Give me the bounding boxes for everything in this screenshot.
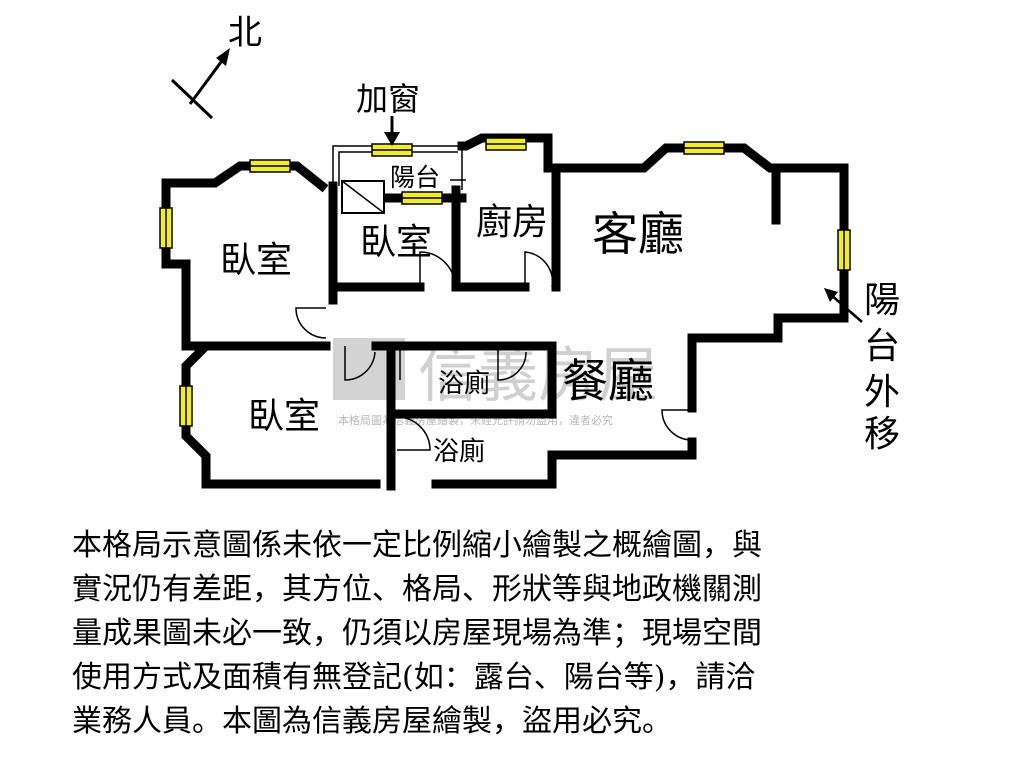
disclaimer-line: 本格局示意圖係未依一定比例縮小繪製之概繪圖，與 [72, 528, 762, 563]
door-bedroom-sw [344, 346, 376, 381]
balcony-out-arrow-line [829, 293, 863, 323]
add-window-label: 加窗 [356, 80, 420, 118]
door-small-bedroom [419, 251, 456, 288]
window-kitchen [485, 137, 527, 151]
disclaimer-line: 實況仍有差距，其方位、格局、形狀等與地政機關測 [72, 572, 762, 607]
room-labels: 臥室 臥室 陽台 廚房 客廳 浴廁 餐廳 臥室 浴廁 [220, 163, 684, 467]
room-label-bath-upper: 浴廁 [438, 369, 490, 399]
room-label-bath-lower: 浴廁 [433, 437, 485, 467]
doors [295, 179, 693, 451]
room-label-bedroom-small: 臥室 [360, 222, 432, 263]
balcony-out-char-3: 外 [864, 372, 900, 413]
door-bedroom-nw [295, 307, 327, 339]
door-bath-lower [396, 416, 431, 451]
watermark-brand: 信義房屋 [418, 341, 658, 411]
room-label-bedroom-sw: 臥室 [248, 396, 320, 437]
room-label-kitchen: 廚房 [476, 202, 548, 243]
balcony-out-char-1: 陽 [864, 280, 900, 321]
floor-plan: 信義房屋 本格局圖為信義房屋繪製，未經允許請勿盜用，違者必究 北 [159, 13, 900, 491]
balcony-out-arrow-icon [824, 288, 838, 302]
window-bedroom-south [179, 385, 193, 427]
disclaimer-line: 使用方式及面積有無登記(如：露台、陽台等)，請洽 [72, 660, 756, 695]
appliance-box [341, 180, 385, 214]
balcony-outline [332, 145, 463, 190]
add-window-callout: 加窗 [356, 80, 420, 146]
disclaimer-line: 量成果圖未必一致，仍須以房屋現場為準；現場空間 [72, 616, 762, 651]
add-window-arrow-icon [384, 132, 400, 146]
window-bedroom-west [159, 207, 173, 249]
balcony-out-callout: 陽 台 外 移 [824, 280, 900, 455]
door-dining [661, 409, 693, 441]
window-added [371, 143, 413, 157]
balcony-out-char-2: 台 [864, 326, 900, 367]
balcony-out-char-4: 移 [864, 414, 900, 455]
disclaimer-line: 業務人員。本圖為信義房屋繪製，盜用必究。 [72, 704, 672, 739]
window-small-bedroom [401, 191, 443, 205]
compass-arrow-icon [216, 48, 230, 66]
room-label-dining: 餐廳 [562, 354, 654, 408]
room-label-living: 客廳 [592, 207, 684, 261]
disclaimer-text: 本格局示意圖係未依一定比例縮小繪製之概繪圖，與 實況仍有差距，其方位、格局、形狀… [72, 524, 972, 744]
room-label-balcony: 陽台 [390, 163, 440, 192]
window-bedroom-north [249, 159, 291, 173]
window-living-east [837, 229, 851, 271]
compass-north-label: 北 [228, 13, 262, 53]
door-bath-upper [497, 350, 527, 381]
compass-needle [188, 57, 226, 105]
compass: 北 [170, 13, 262, 120]
room-label-bedroom-nw: 臥室 [220, 240, 292, 281]
windows [159, 137, 851, 427]
window-living-north [683, 141, 725, 155]
door-kitchen [524, 251, 554, 288]
